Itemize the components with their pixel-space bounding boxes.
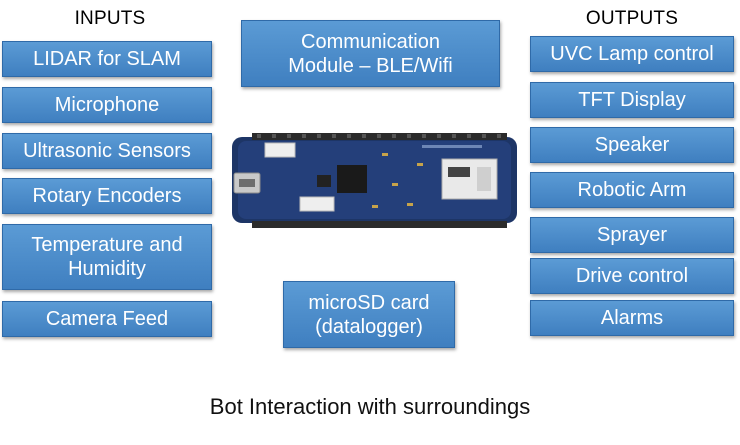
- output-tft-display: TFT Display: [530, 82, 734, 118]
- input-lidar: LIDAR for SLAM: [2, 41, 212, 77]
- diagram-caption: Bot Interaction with surroundings: [209, 394, 531, 419]
- output-speaker: Speaker: [530, 127, 734, 163]
- output-uvc-lamp: UVC Lamp control: [530, 36, 734, 72]
- outputs-heading: OUTPUTS: [585, 8, 679, 29]
- input-ultrasonic: Ultrasonic Sensors: [2, 133, 212, 169]
- output-robotic-arm: Robotic Arm: [530, 172, 734, 208]
- input-encoders: Rotary Encoders: [2, 178, 212, 214]
- microcontroller-board-image: [232, 133, 517, 228]
- communication-module: Communication Module – BLE/Wifi: [241, 20, 500, 87]
- output-alarms: Alarms: [530, 300, 734, 336]
- output-drive-control: Drive control: [530, 258, 734, 294]
- microsd-card: microSD card (datalogger): [283, 281, 455, 348]
- input-camera: Camera Feed: [2, 301, 212, 337]
- input-microphone: Microphone: [2, 87, 212, 123]
- output-sprayer: Sprayer: [530, 217, 734, 253]
- input-temperature: Temperature and Humidity: [2, 224, 212, 290]
- inputs-heading: INPUTS: [74, 8, 146, 29]
